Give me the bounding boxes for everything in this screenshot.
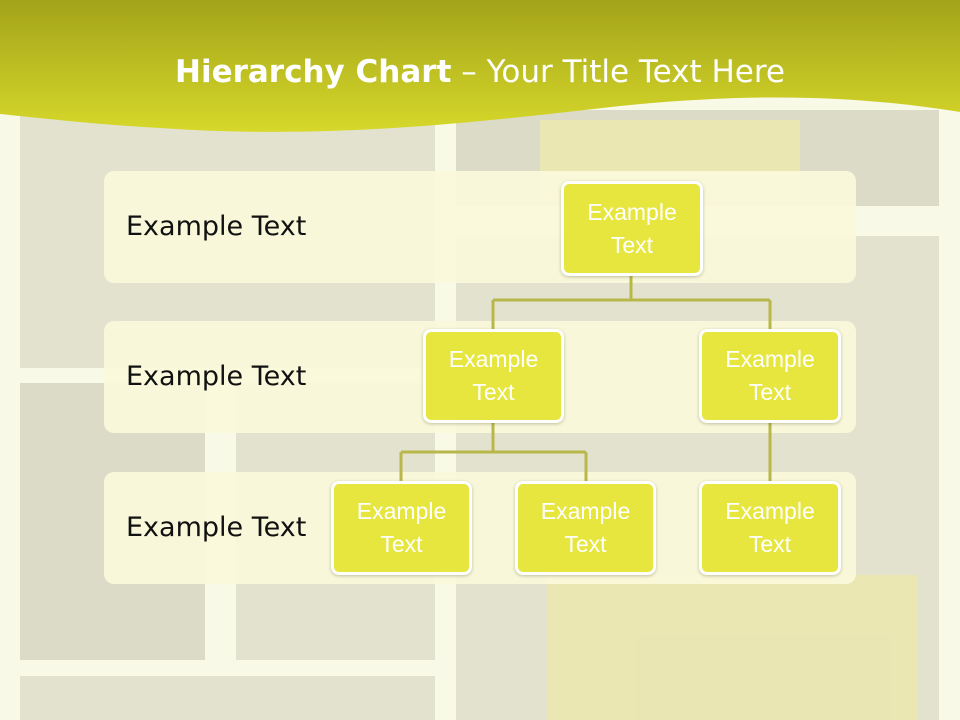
node-mid-left-line2: Text	[472, 379, 515, 405]
node-leaf-1-line1: Example	[356, 498, 447, 524]
node-root-line2: Text	[610, 231, 654, 258]
level-band-1	[104, 171, 856, 283]
connector-root	[491, 274, 772, 330]
level-label-3: Example Text	[126, 512, 307, 543]
title-rest-part: – Your Title Text Here	[451, 54, 785, 90]
slide-title: Hierarchy Chart – Your Title Text Here	[0, 54, 960, 90]
header-band	[0, 0, 960, 132]
node-leaf-2-line1: Example	[540, 498, 631, 524]
node-root-line1: Example	[587, 198, 677, 225]
node-leaf-3-line1: Example	[725, 498, 815, 524]
node-leaf-1-line2: Text	[380, 531, 423, 557]
node-leaf-2-line2: Text	[564, 531, 607, 557]
connector-mid-left	[399, 421, 588, 482]
level-label-1: Example Text	[126, 211, 307, 242]
title-bold-part: Hierarchy Chart	[175, 54, 452, 90]
node-leaf-3-line2: Text	[748, 531, 792, 557]
node-mid-right-line2: Text	[748, 379, 792, 405]
level-label-2: Example Text	[126, 361, 307, 392]
node-mid-left-line1: Example	[448, 346, 539, 372]
node-mid-right-line1: Example	[725, 346, 815, 372]
